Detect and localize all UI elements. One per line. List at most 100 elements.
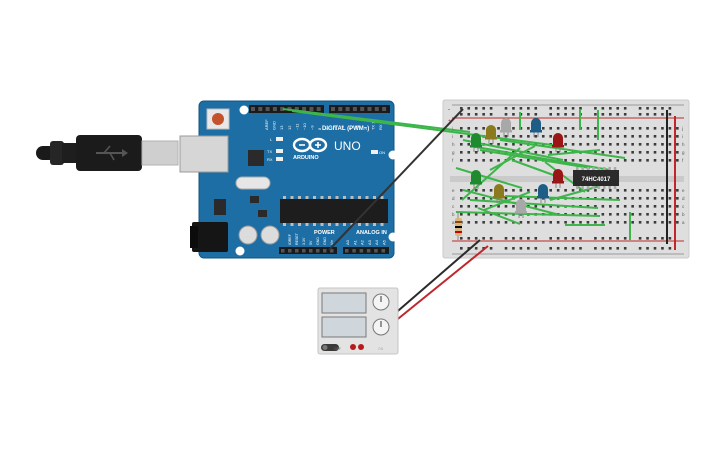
digital-header-right (329, 105, 390, 113)
ground-wire (328, 108, 464, 251)
header-pin (330, 249, 334, 253)
led-label-rx: RX (267, 157, 273, 162)
header-pin (302, 107, 307, 111)
jumper-wire (504, 195, 621, 201)
digital-pin-label: AREF (264, 119, 269, 130)
row-letter: h (682, 142, 685, 147)
header-pin (302, 249, 306, 253)
usb-icon (96, 145, 128, 161)
header-pin (294, 107, 299, 111)
atmega-chip (280, 199, 388, 223)
signal-wire (291, 110, 561, 147)
power-jack (192, 222, 228, 252)
resistor[interactable] (455, 212, 462, 240)
row-letter: f (682, 158, 684, 163)
digital-pin-label: 4 (348, 127, 353, 130)
header-pin (374, 249, 378, 253)
usb-chip (248, 150, 264, 166)
power-supply[interactable]: OFF ON (317, 287, 399, 355)
led[interactable] (530, 118, 542, 137)
digital-pin-label: 8 (317, 127, 322, 130)
reset-button-cap (212, 113, 224, 125)
power-label: POWER (314, 230, 335, 236)
row-letter: e (452, 188, 455, 193)
power-pin-label: RESET (295, 232, 299, 245)
ic-74hc4017[interactable]: 74HC4017 (573, 167, 619, 189)
analog-pin-label: A3 (367, 239, 372, 245)
header-pin (345, 107, 350, 111)
brand-label: ARDUINO (293, 155, 319, 161)
header-pin (272, 107, 277, 111)
led[interactable] (493, 184, 505, 203)
digital-pin-label: 12 (287, 125, 292, 130)
header-pin (265, 107, 270, 111)
digital-pin-label: ~11 (294, 123, 299, 130)
header-pin (359, 249, 364, 253)
row-letter: c (452, 204, 455, 209)
led[interactable] (485, 125, 497, 144)
mounting-hole (388, 150, 398, 160)
header-pin (295, 249, 299, 253)
led[interactable] (500, 118, 512, 137)
voltage-display (321, 292, 367, 314)
jumper-wire (547, 149, 601, 156)
header-pin (281, 249, 285, 253)
jumper-wire (455, 211, 601, 217)
mounting-hole (239, 105, 249, 115)
analog-pin-label: A0 (345, 239, 350, 245)
digital-label: DIGITAL (PWM~) (322, 126, 369, 132)
row-letter: d (452, 196, 455, 201)
digital-pin-label: 7 (325, 127, 330, 130)
digital-pin-label: ~9 (310, 125, 315, 130)
header-pin (316, 107, 321, 111)
wires[interactable] (282, 108, 631, 349)
row-letter: b (452, 212, 455, 217)
led[interactable] (470, 170, 482, 189)
row-letter: i (452, 134, 453, 139)
current-display (321, 316, 367, 338)
row-letter: j (681, 126, 683, 131)
analog-label: ANALOG IN (356, 230, 387, 236)
jumper-wire (469, 145, 611, 171)
analog-pin-label: A1 (352, 239, 357, 245)
led-label-tx: TX (267, 149, 272, 154)
model-label: UNO (334, 139, 361, 153)
led[interactable] (470, 133, 482, 152)
row-letter: a (682, 220, 685, 225)
header-pin (258, 107, 263, 111)
rail-minus-label: - (448, 107, 450, 113)
capacitor (238, 225, 258, 245)
row-letter: a (452, 220, 455, 225)
led[interactable] (552, 133, 564, 152)
header-pin (309, 249, 313, 253)
row-letter: h (452, 142, 455, 147)
led-label-l: L (270, 137, 273, 142)
digital-pin-label: ~6 (332, 125, 337, 130)
led[interactable] (515, 199, 527, 218)
power-pin-label: GND (316, 237, 320, 245)
usb-cable[interactable] (36, 135, 179, 171)
digital-pin-label: ~5 (340, 125, 345, 130)
jumper-wire (479, 149, 591, 169)
leds[interactable] (470, 118, 564, 218)
row-letter: i (682, 134, 683, 139)
row-letter: j (451, 126, 453, 131)
power-header (279, 247, 337, 254)
signal-wire (282, 108, 471, 133)
jumper-wire (549, 185, 601, 201)
led[interactable] (552, 169, 564, 188)
row-letter: d (682, 196, 685, 201)
mounting-hole (235, 246, 245, 256)
power-pin-label: 5V (309, 240, 313, 245)
led[interactable] (537, 184, 549, 203)
analog-pin-label: A4 (374, 239, 379, 245)
mounting-hole (388, 232, 398, 242)
usb-socket (179, 135, 229, 173)
digital-pin-label: 2 (363, 127, 368, 130)
header-pin (352, 107, 357, 111)
header-pin (382, 107, 387, 111)
negative-terminal (350, 344, 356, 350)
crystal-oscillator (235, 176, 271, 190)
